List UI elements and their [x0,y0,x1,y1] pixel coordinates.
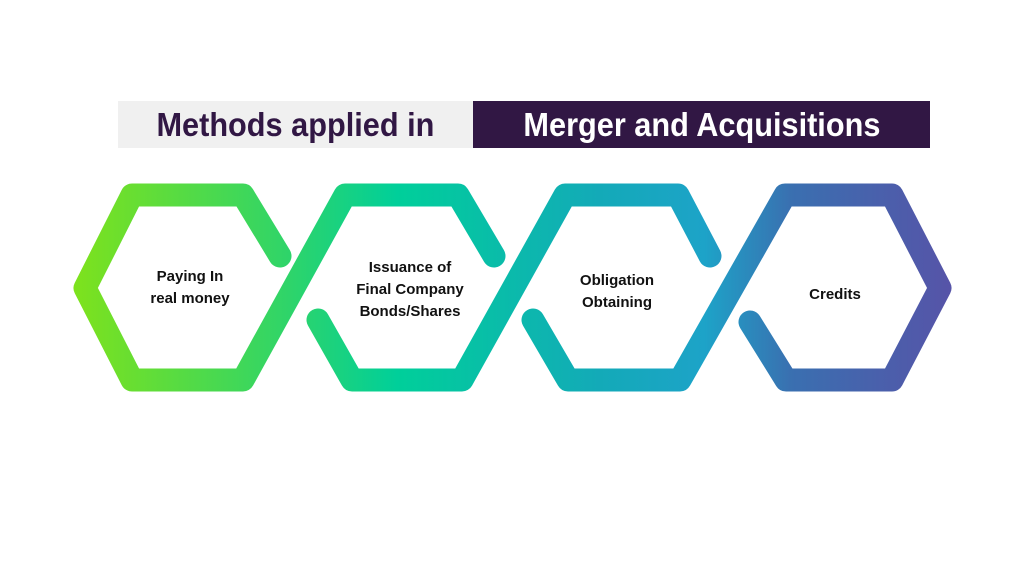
method-label-2: Issuance of Final Company Bonds/Shares [335,257,485,323]
label-line: Issuance of [368,259,452,276]
hexagon-3-bottom [521,183,952,392]
label-line: Paying In [156,268,224,285]
label-line: real money [150,290,230,307]
label-line: Bonds/Shares [359,303,461,320]
title-part-2: Merger and Acquisitions [473,101,930,148]
title-text-2: Merger and Acquisitions [523,105,880,143]
label-line: Obtaining [582,294,652,311]
label-line: Credits [809,286,861,303]
method-label-1: Paying In real money [115,266,265,310]
label-line: Final Company [356,281,464,298]
hexagon-2-bottom [306,183,722,392]
method-label-3: Obligation Obtaining [542,270,692,314]
label-line: Obligation [579,272,655,289]
method-label-4: Credits [760,284,910,306]
title-text-1: Methods applied in [156,105,435,143]
title-part-1: Methods applied in [118,101,473,148]
hexagon-1-top [73,183,506,392]
